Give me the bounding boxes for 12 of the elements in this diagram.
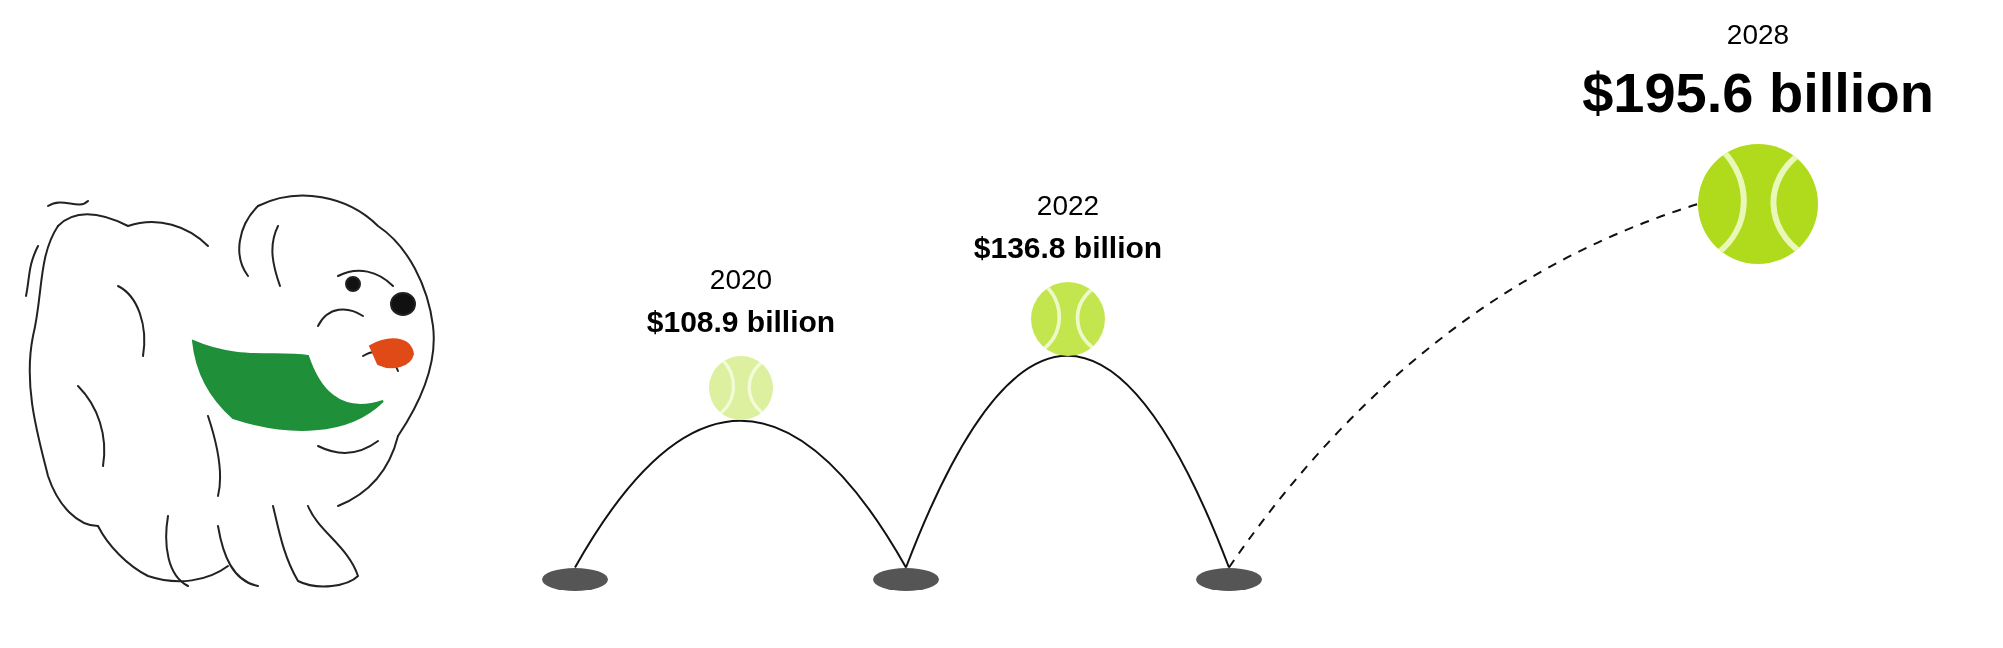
value-label: $195.6 billion [1582, 60, 1934, 126]
bounce-arc [905, 354, 1230, 569]
shadow-ellipse [873, 567, 939, 591]
dashed-trajectory [1228, 203, 1699, 569]
value-label: $136.8 billion [973, 229, 1163, 266]
bounce-arc [574, 419, 907, 569]
value-label: $108.9 billion [646, 303, 836, 340]
shadow-ellipse [1196, 567, 1262, 591]
year-label: 2028 [1726, 18, 1790, 52]
year-label: 2020 [709, 262, 773, 297]
shadow-ellipse [542, 567, 608, 591]
year-label: 2022 [1036, 188, 1100, 223]
